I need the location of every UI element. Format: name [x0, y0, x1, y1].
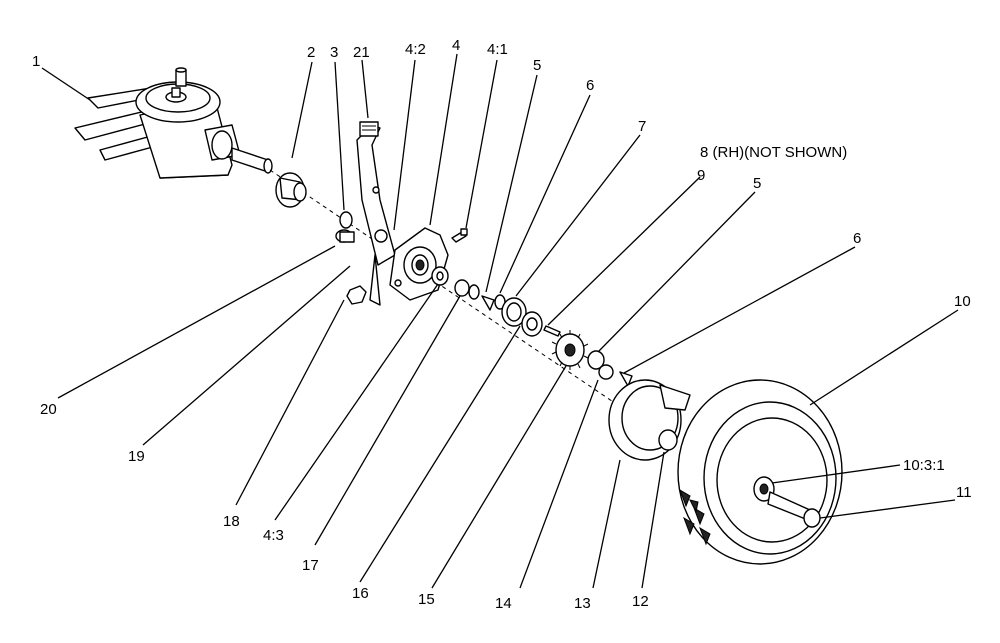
- part-21-bracket: [356, 121, 396, 306]
- callout-20: 20: [40, 401, 57, 418]
- part-16-bearing: [501, 297, 527, 327]
- part-6b-clip: [619, 371, 633, 387]
- part-10-wheel: [677, 379, 843, 565]
- part-9-pin: [543, 325, 561, 337]
- callout-18: 18: [223, 513, 240, 530]
- callout-4-1: 4:1: [487, 41, 508, 58]
- part-5a-clip: [481, 295, 495, 311]
- part-13-hubcap: [608, 379, 691, 461]
- part-15-bushing: [521, 311, 543, 337]
- callout-12: 12: [632, 593, 649, 610]
- callout-13: 13: [574, 595, 591, 612]
- callout-6-top: 6: [586, 77, 594, 94]
- part-14-gear: [551, 330, 589, 370]
- callout-11: 11: [956, 484, 972, 501]
- part-2-bushing: [275, 172, 307, 208]
- part-4-3-bearing: [431, 266, 449, 286]
- part-17-washer: [454, 279, 470, 297]
- callout-10: 10: [954, 293, 971, 310]
- part-17-washer-b: [468, 284, 480, 300]
- part-5b-washer: [587, 350, 605, 370]
- callout-2: 2: [307, 44, 315, 61]
- callout-21: 21: [353, 44, 370, 61]
- callout-4-3: 4:3: [263, 527, 284, 544]
- part-4-1-screw: [451, 228, 468, 243]
- callout-7: 7: [638, 118, 646, 135]
- callout-9: 9: [697, 167, 705, 184]
- callout-17: 17: [302, 557, 319, 574]
- callout-5-top: 5: [533, 57, 541, 74]
- callout-5-right: 5: [753, 175, 761, 192]
- gearbox-assembly: [74, 67, 641, 421]
- leader-lines: [41, 53, 959, 589]
- callout-3: 3: [330, 44, 338, 61]
- part-11-bolt: [767, 491, 821, 528]
- callout-4-2: 4:2: [405, 41, 426, 58]
- callout-6-right: 6: [853, 230, 861, 247]
- part-18-nut: [346, 285, 367, 305]
- part-4-plate: [389, 227, 449, 301]
- callout-16: 16: [352, 585, 369, 602]
- callout-8: 8 (RH)(NOT SHOWN): [700, 144, 847, 161]
- part-20-bolt: [335, 229, 355, 243]
- part-5b-spacer: [598, 364, 614, 380]
- part-3-washer: [339, 211, 353, 229]
- callout-10-3-1: 10:3:1: [903, 457, 945, 474]
- callout-4: 4: [452, 37, 460, 54]
- callout-15: 15: [418, 591, 435, 608]
- callout-labels: 1 2 3 21 4:2 4 4:1 5 6 7 8 (RH)(NOT SHOW…: [32, 37, 972, 612]
- callout-14: 14: [495, 595, 512, 612]
- callout-19: 19: [128, 448, 145, 465]
- callout-1: 1: [32, 53, 40, 70]
